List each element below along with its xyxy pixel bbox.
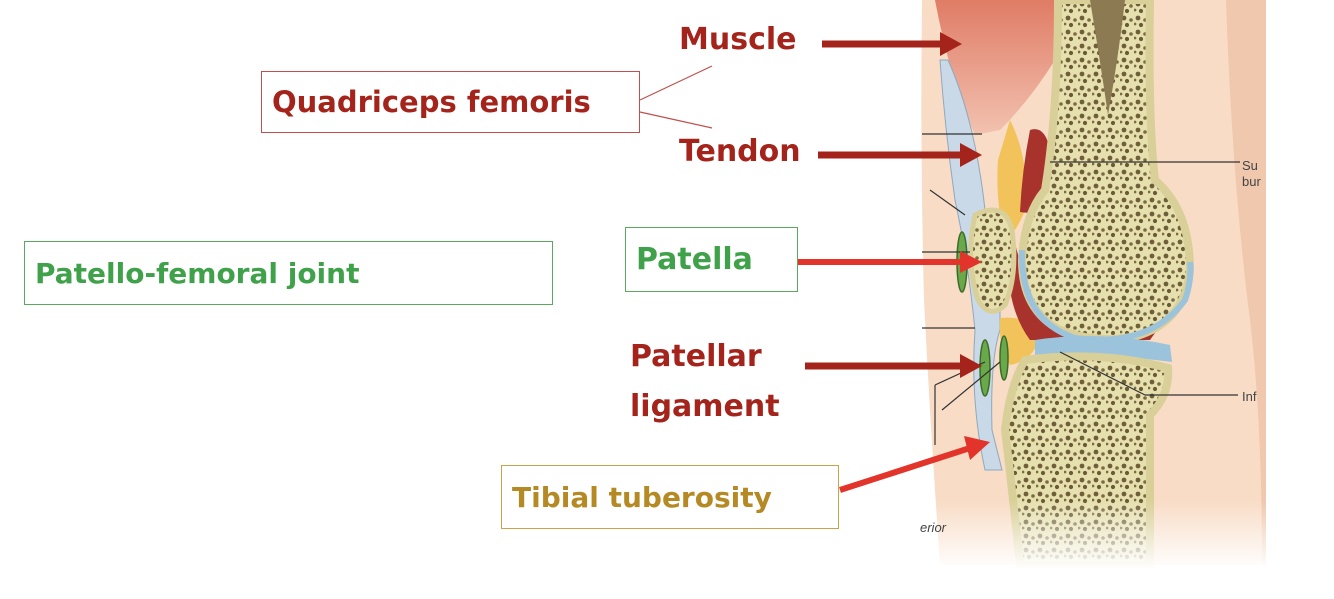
- suprapatellar-label-fragment-2: bur: [1242, 174, 1261, 189]
- tendon-arrow: [818, 143, 982, 167]
- quadriceps-connector: [639, 65, 713, 129]
- patello-femoral-joint-box: Patello-femoral joint: [24, 241, 553, 305]
- patella-arrow: [798, 251, 982, 273]
- patello-femoral-joint-label: Patello-femoral joint: [35, 256, 360, 290]
- patella-bone: [968, 207, 1017, 314]
- right-crop-edge: [1266, 0, 1334, 599]
- femur-cartilage: [1018, 249, 1194, 343]
- tibial-tuberosity-label: Tibial tuberosity: [512, 480, 772, 514]
- fat-pad: [997, 120, 1026, 240]
- quadriceps-femoris-label: Quadriceps femoris: [272, 85, 591, 119]
- suprapatellar-label-fragment-1: Su: [1242, 158, 1258, 173]
- femur-medullary: [1090, 0, 1125, 115]
- patellar-ligament-label-line1: Patellar: [630, 339, 762, 374]
- patella-box: Patella: [625, 227, 798, 292]
- quadriceps-femoris-box: Quadriceps femoris: [261, 71, 640, 133]
- patellar-ligament-label-line2: ligament: [630, 389, 780, 424]
- muscle-arrow: [822, 32, 962, 56]
- quadriceps-muscle: [935, 0, 1060, 135]
- muscle-label: Muscle: [679, 22, 797, 57]
- patellar-ligament-arrow: [805, 354, 982, 378]
- anterior-label-fragment: erior: [920, 520, 947, 535]
- joint-capsule: [1007, 220, 1185, 340]
- tibial-tuberosity-box: Tibial tuberosity: [501, 465, 839, 529]
- infrapatellar-label-fragment: Inf: [1242, 389, 1257, 404]
- tendon-label: Tendon: [679, 134, 801, 169]
- patella-label: Patella: [636, 242, 753, 277]
- tibial-tuberosity-arrow: [839, 436, 990, 493]
